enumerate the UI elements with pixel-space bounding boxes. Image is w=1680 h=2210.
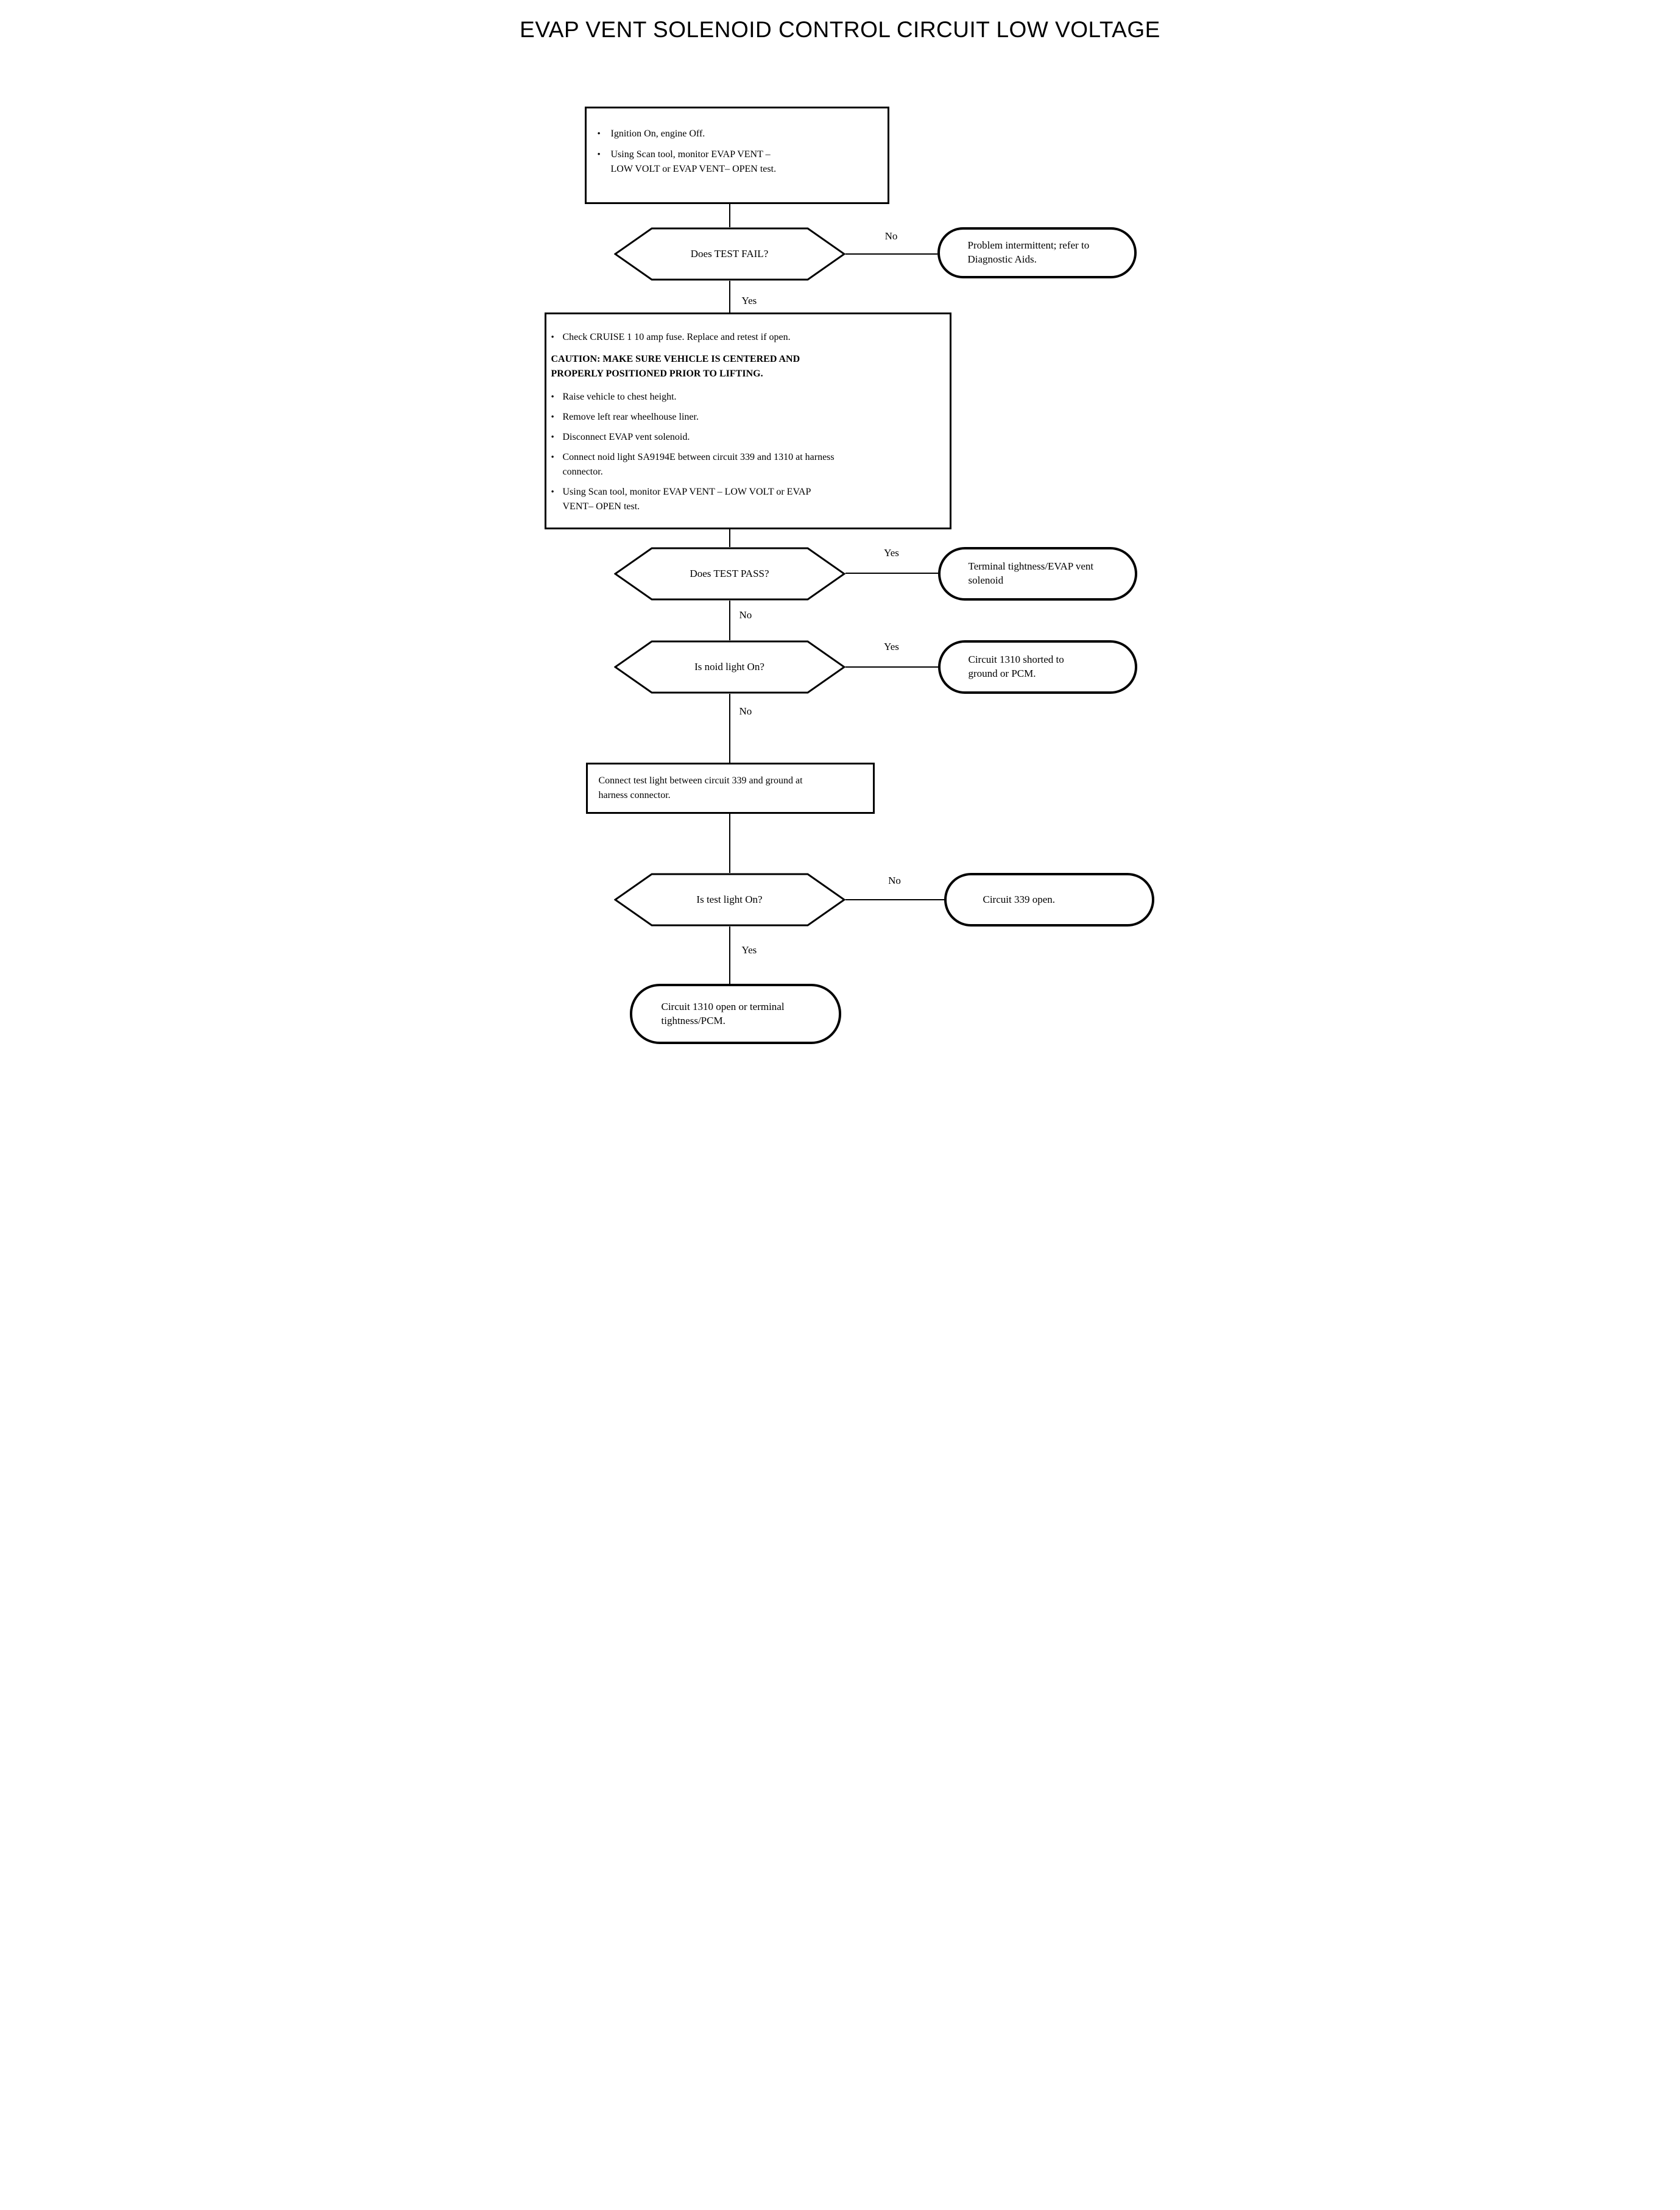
- step-bullet-text: Check CRUISE 1 10 amp fuse. Replace and …: [562, 332, 791, 342]
- step-box-check-fuse-and-lift: • Check CRUISE 1 10 amp fuse. Replace an…: [544, 312, 951, 529]
- connector-line: [729, 927, 730, 984]
- connector-line: [845, 253, 937, 255]
- terminal-text: Circuit 1310 open or terminal tightness/…: [661, 1000, 785, 1026]
- terminal-text: Terminal tightness/EVAP vent solenoid: [968, 560, 1094, 586]
- terminal-text: Problem intermittent; refer to Diagnosti…: [967, 239, 1090, 265]
- edge-label-yes: Yes: [741, 944, 757, 956]
- step-bullet-text: Using Scan tool, monitor EVAP VENT – LOW…: [562, 487, 811, 512]
- terminal-terminal-tightness: Terminal tightness/EVAP vent solenoid: [937, 547, 1137, 601]
- edge-label-yes: Yes: [884, 641, 899, 652]
- page-title: EVAP VENT SOLENOID CONTROL CIRCUIT LOW V…: [520, 17, 1160, 42]
- hexagon-shape: [613, 547, 845, 601]
- step-bullet-text: Connect noid light SA9194E between circu…: [562, 452, 835, 477]
- decision-is-noid-light-on: Is noid light On?: [613, 640, 845, 694]
- decision-is-test-light-on: Is test light On?: [613, 873, 845, 927]
- edge-label-no: No: [884, 230, 898, 242]
- list-item: • Disconnect EVAP vent solenoid.: [551, 430, 944, 445]
- connector-line: [729, 204, 730, 227]
- decision-question: Is test light On?: [696, 894, 763, 905]
- bullet-icon: •: [551, 432, 554, 442]
- flowchart-page: EVAP VENT SOLENOID CONTROL CIRCUIT LOW V…: [420, 0, 1260, 1105]
- connector-line: [729, 814, 730, 873]
- connector-line: [729, 694, 730, 763]
- terminal-circuit-1310-open: Circuit 1310 open or terminal tightness/…: [629, 984, 841, 1044]
- bullet-icon: •: [551, 487, 554, 497]
- list-item: • Check CRUISE 1 10 amp fuse. Replace an…: [551, 330, 944, 345]
- list-item: • Connect noid light SA9194E between cir…: [551, 450, 944, 479]
- bullet-icon: •: [551, 392, 554, 402]
- list-item: • Using Scan tool, monitor EVAP VENT – L…: [598, 147, 881, 177]
- step-box-initial-setup: • Ignition On, engine Off. • Using Scan …: [584, 107, 889, 204]
- decision-question: Is noid light On?: [694, 661, 764, 673]
- hexagon-shape: [613, 640, 845, 694]
- connector-line: [729, 281, 730, 312]
- edge-label-no: No: [739, 705, 752, 717]
- edge-label-yes: Yes: [884, 547, 899, 559]
- terminal-problem-intermittent: Problem intermittent; refer to Diagnosti…: [937, 227, 1137, 278]
- terminal-circuit-339-open: Circuit 339 open.: [944, 873, 1154, 927]
- bullet-icon: •: [551, 412, 554, 422]
- connector-line: [845, 666, 938, 668]
- step-bullet-text: Disconnect EVAP vent solenoid.: [562, 432, 690, 442]
- list-item: • Using Scan tool, monitor EVAP VENT – L…: [551, 485, 944, 514]
- edge-label-no: No: [739, 609, 752, 621]
- list-item: • Raise vehicle to chest height.: [551, 390, 944, 404]
- connector-line: [845, 899, 944, 900]
- caution-text: CAUTION: MAKE SURE VEHICLE IS CENTERED A…: [551, 354, 800, 379]
- list-item: • Remove left rear wheelhouse liner.: [551, 410, 944, 425]
- hexagon-shape: [613, 873, 845, 927]
- terminal-text: Circuit 1310 shorted to ground or PCM.: [968, 654, 1064, 679]
- step-bullet-text: Raise vehicle to chest height.: [562, 392, 677, 402]
- terminal-circuit-1310-shorted: Circuit 1310 shorted to ground or PCM.: [937, 640, 1137, 694]
- edge-label-no: No: [888, 875, 901, 886]
- connector-line: [729, 601, 730, 640]
- step-bullet-text: Using Scan tool, monitor EVAP VENT – LOW…: [610, 149, 777, 174]
- step-bullet-text: Ignition On, engine Off.: [610, 129, 705, 139]
- bullet-icon: •: [597, 129, 601, 139]
- list-item: • Ignition On, engine Off.: [598, 127, 881, 141]
- decision-does-test-pass: Does TEST PASS?: [613, 547, 845, 601]
- connector-line: [729, 529, 730, 547]
- edge-label-yes: Yes: [741, 295, 757, 306]
- hexagon-shape: [613, 227, 845, 281]
- bullet-icon: •: [551, 453, 554, 462]
- connector-line: [845, 573, 938, 574]
- decision-question: Does TEST FAIL?: [690, 248, 769, 259]
- bullet-icon: •: [597, 150, 601, 160]
- terminal-text: Circuit 339 open.: [983, 893, 1056, 905]
- bullet-icon: •: [551, 333, 554, 342]
- step-text: Connect test light between circuit 339 a…: [598, 775, 803, 800]
- decision-does-test-fail: Does TEST FAIL?: [613, 227, 845, 281]
- step-box-connect-test-light: Connect test light between circuit 339 a…: [585, 763, 875, 814]
- decision-question: Does TEST PASS?: [690, 568, 769, 579]
- step-bullet-text: Remove left rear wheelhouse liner.: [562, 412, 699, 422]
